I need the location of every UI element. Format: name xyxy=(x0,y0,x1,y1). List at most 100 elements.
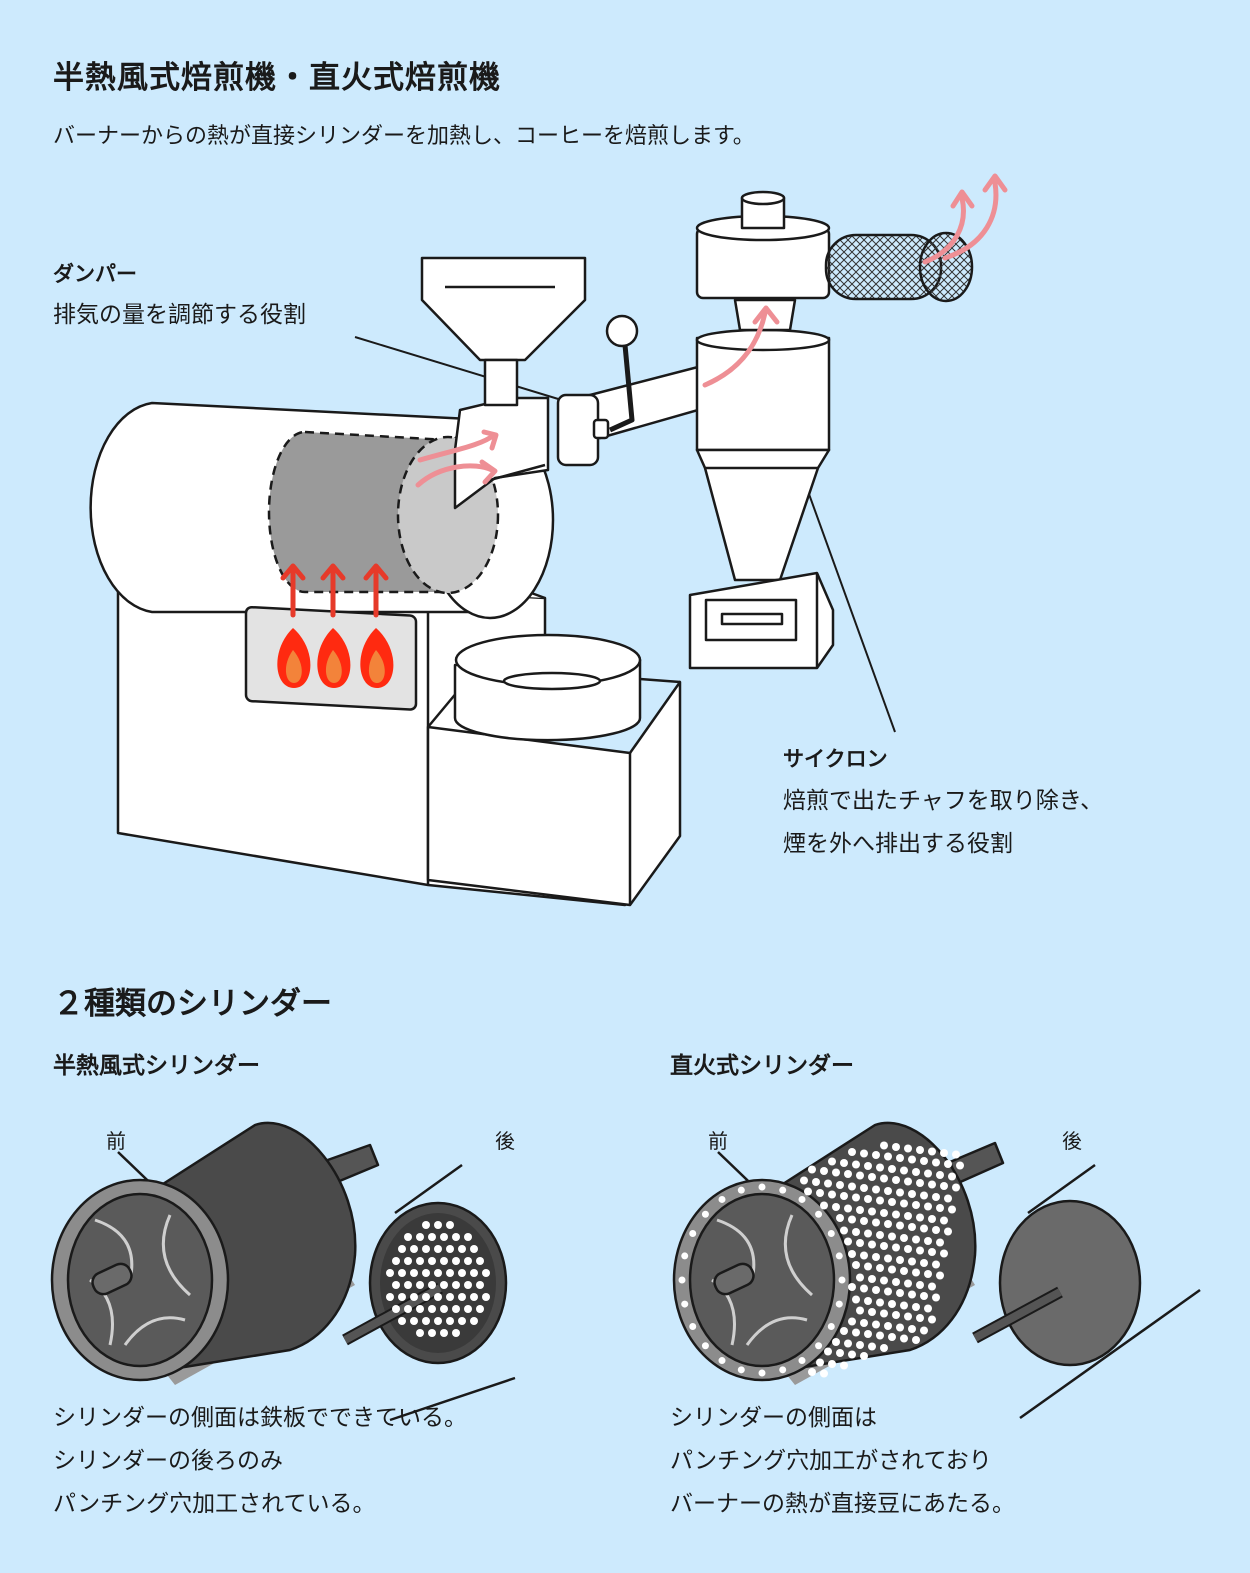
direct-drum-body xyxy=(672,1121,977,1382)
direct-back-label: 後 xyxy=(1062,1129,1082,1153)
heat-arrow-icon xyxy=(280,563,389,618)
perforation-hole xyxy=(900,1334,908,1343)
perforation-hole xyxy=(880,1344,888,1352)
perforation-hole xyxy=(944,1194,952,1203)
perforation-hole xyxy=(900,1234,908,1242)
perforation-hole xyxy=(864,1229,872,1238)
semi-front-pointer xyxy=(117,1151,171,1203)
perforation-hole xyxy=(458,1293,466,1301)
perforation-hole xyxy=(422,1269,430,1277)
perforation-hole xyxy=(864,1297,872,1305)
direct-caption-line: パンチング穴加工がされており xyxy=(670,1448,992,1474)
perforation-hole xyxy=(876,1231,884,1239)
perforation-hole xyxy=(446,1269,454,1277)
perforation-hole xyxy=(916,1314,924,1322)
perforation-hole xyxy=(904,1212,912,1220)
semi-back-pointer xyxy=(394,1163,463,1215)
perforation-hole xyxy=(872,1286,880,1294)
direct-caption: シリンダーの側面は パンチング穴加工がされており バーナーの熱が直接豆にあたる。 xyxy=(670,1397,1015,1526)
perforation-hole xyxy=(868,1308,876,1316)
perforation-hole xyxy=(904,1245,912,1253)
perforation-hole xyxy=(856,1171,864,1180)
perforation-hole xyxy=(952,1150,960,1159)
perforation-hole xyxy=(410,1317,418,1325)
perforation-hole xyxy=(828,1360,836,1368)
perforation-hole xyxy=(892,1143,900,1151)
perforation-hole xyxy=(428,1257,436,1265)
semi-back-label: 後 xyxy=(495,1129,515,1153)
perforation-hole xyxy=(904,1312,912,1321)
damper-leader-line xyxy=(354,336,579,406)
perforation-hole xyxy=(815,1342,823,1350)
perforation-hole xyxy=(892,1176,900,1184)
perforation-hole xyxy=(912,1201,920,1209)
perforation-hole xyxy=(398,1293,406,1301)
perforation-hole xyxy=(900,1199,908,1208)
perforation-hole xyxy=(808,1165,816,1174)
perforation-hole xyxy=(476,1257,484,1265)
perforation-hole xyxy=(888,1300,896,1308)
perforation-hole xyxy=(928,1248,936,1256)
perforation-hole xyxy=(464,1257,472,1265)
perforation-hole xyxy=(452,1329,460,1337)
perforation-hole xyxy=(410,1269,418,1277)
perforation-hole xyxy=(828,1190,836,1199)
semi-cylinder-title: 半熱風式シリンダー xyxy=(53,1053,260,1079)
perforation-hole xyxy=(428,1329,436,1337)
cyclone-label-title: サイクロン xyxy=(783,747,888,771)
perforation-hole xyxy=(476,1305,484,1313)
perforation-hole xyxy=(936,1271,944,1280)
perforation-hole xyxy=(440,1329,448,1337)
perforation-hole xyxy=(820,1167,828,1175)
perforation-hole xyxy=(896,1154,904,1162)
perforation-hole xyxy=(848,1283,856,1291)
perforation-hole xyxy=(838,1276,846,1284)
flame-icon xyxy=(277,628,311,688)
perforation-hole xyxy=(924,1202,932,1211)
semi-drum-body xyxy=(50,1121,357,1382)
roaster-illustration xyxy=(89,173,1008,907)
perforation-hole xyxy=(852,1160,860,1169)
perforation-hole xyxy=(816,1189,824,1197)
perforation-hole xyxy=(884,1187,892,1195)
perforation-hole xyxy=(464,1281,472,1289)
perforation-hole xyxy=(398,1245,406,1253)
perforation-hole xyxy=(872,1218,880,1227)
perforation-hole xyxy=(928,1282,936,1291)
perforation-hole xyxy=(944,1160,952,1168)
perforation-hole xyxy=(932,1260,940,1269)
perforation-hole xyxy=(836,1349,844,1357)
perforation-hole xyxy=(880,1276,888,1285)
perforation-hole xyxy=(422,1293,430,1301)
perforation-hole xyxy=(828,1157,836,1166)
perforation-hole xyxy=(404,1233,412,1241)
perforation-hole xyxy=(892,1243,900,1252)
perforation-hole xyxy=(888,1265,896,1274)
perforation-hole xyxy=(824,1179,832,1188)
cylinders-heading: ２種類のシリンダー xyxy=(53,986,332,1022)
perforation-hole xyxy=(864,1195,872,1203)
perforation-hole xyxy=(804,1187,812,1196)
perforation-hole xyxy=(936,1204,944,1212)
perforation-hole xyxy=(482,1293,490,1301)
page-title: 半熱風式焙煎機・直火式焙煎機 xyxy=(53,60,501,96)
exhaust-fan xyxy=(695,190,974,303)
perforation-hole xyxy=(440,1257,448,1265)
perforation-hole xyxy=(464,1233,472,1241)
perforation-hole xyxy=(888,1333,896,1341)
perforation-hole xyxy=(440,1281,448,1289)
perforation-hole xyxy=(916,1213,924,1222)
damper-label-title: ダンパー xyxy=(53,262,137,286)
perforation-hole xyxy=(892,1311,900,1319)
direct-back-pointer xyxy=(1027,1163,1096,1215)
airflow-arrow-icon xyxy=(415,173,1008,488)
perforation-hole xyxy=(848,1182,856,1191)
perforation-hole xyxy=(392,1257,400,1265)
perforation-hole xyxy=(398,1317,406,1325)
perforation-hole xyxy=(681,1252,689,1260)
perforation-hole xyxy=(884,1220,892,1228)
perforation-hole xyxy=(758,1369,766,1377)
perforation-hole xyxy=(904,1177,912,1186)
perforation-hole xyxy=(908,1257,916,1266)
perforation-hole xyxy=(888,1198,896,1206)
